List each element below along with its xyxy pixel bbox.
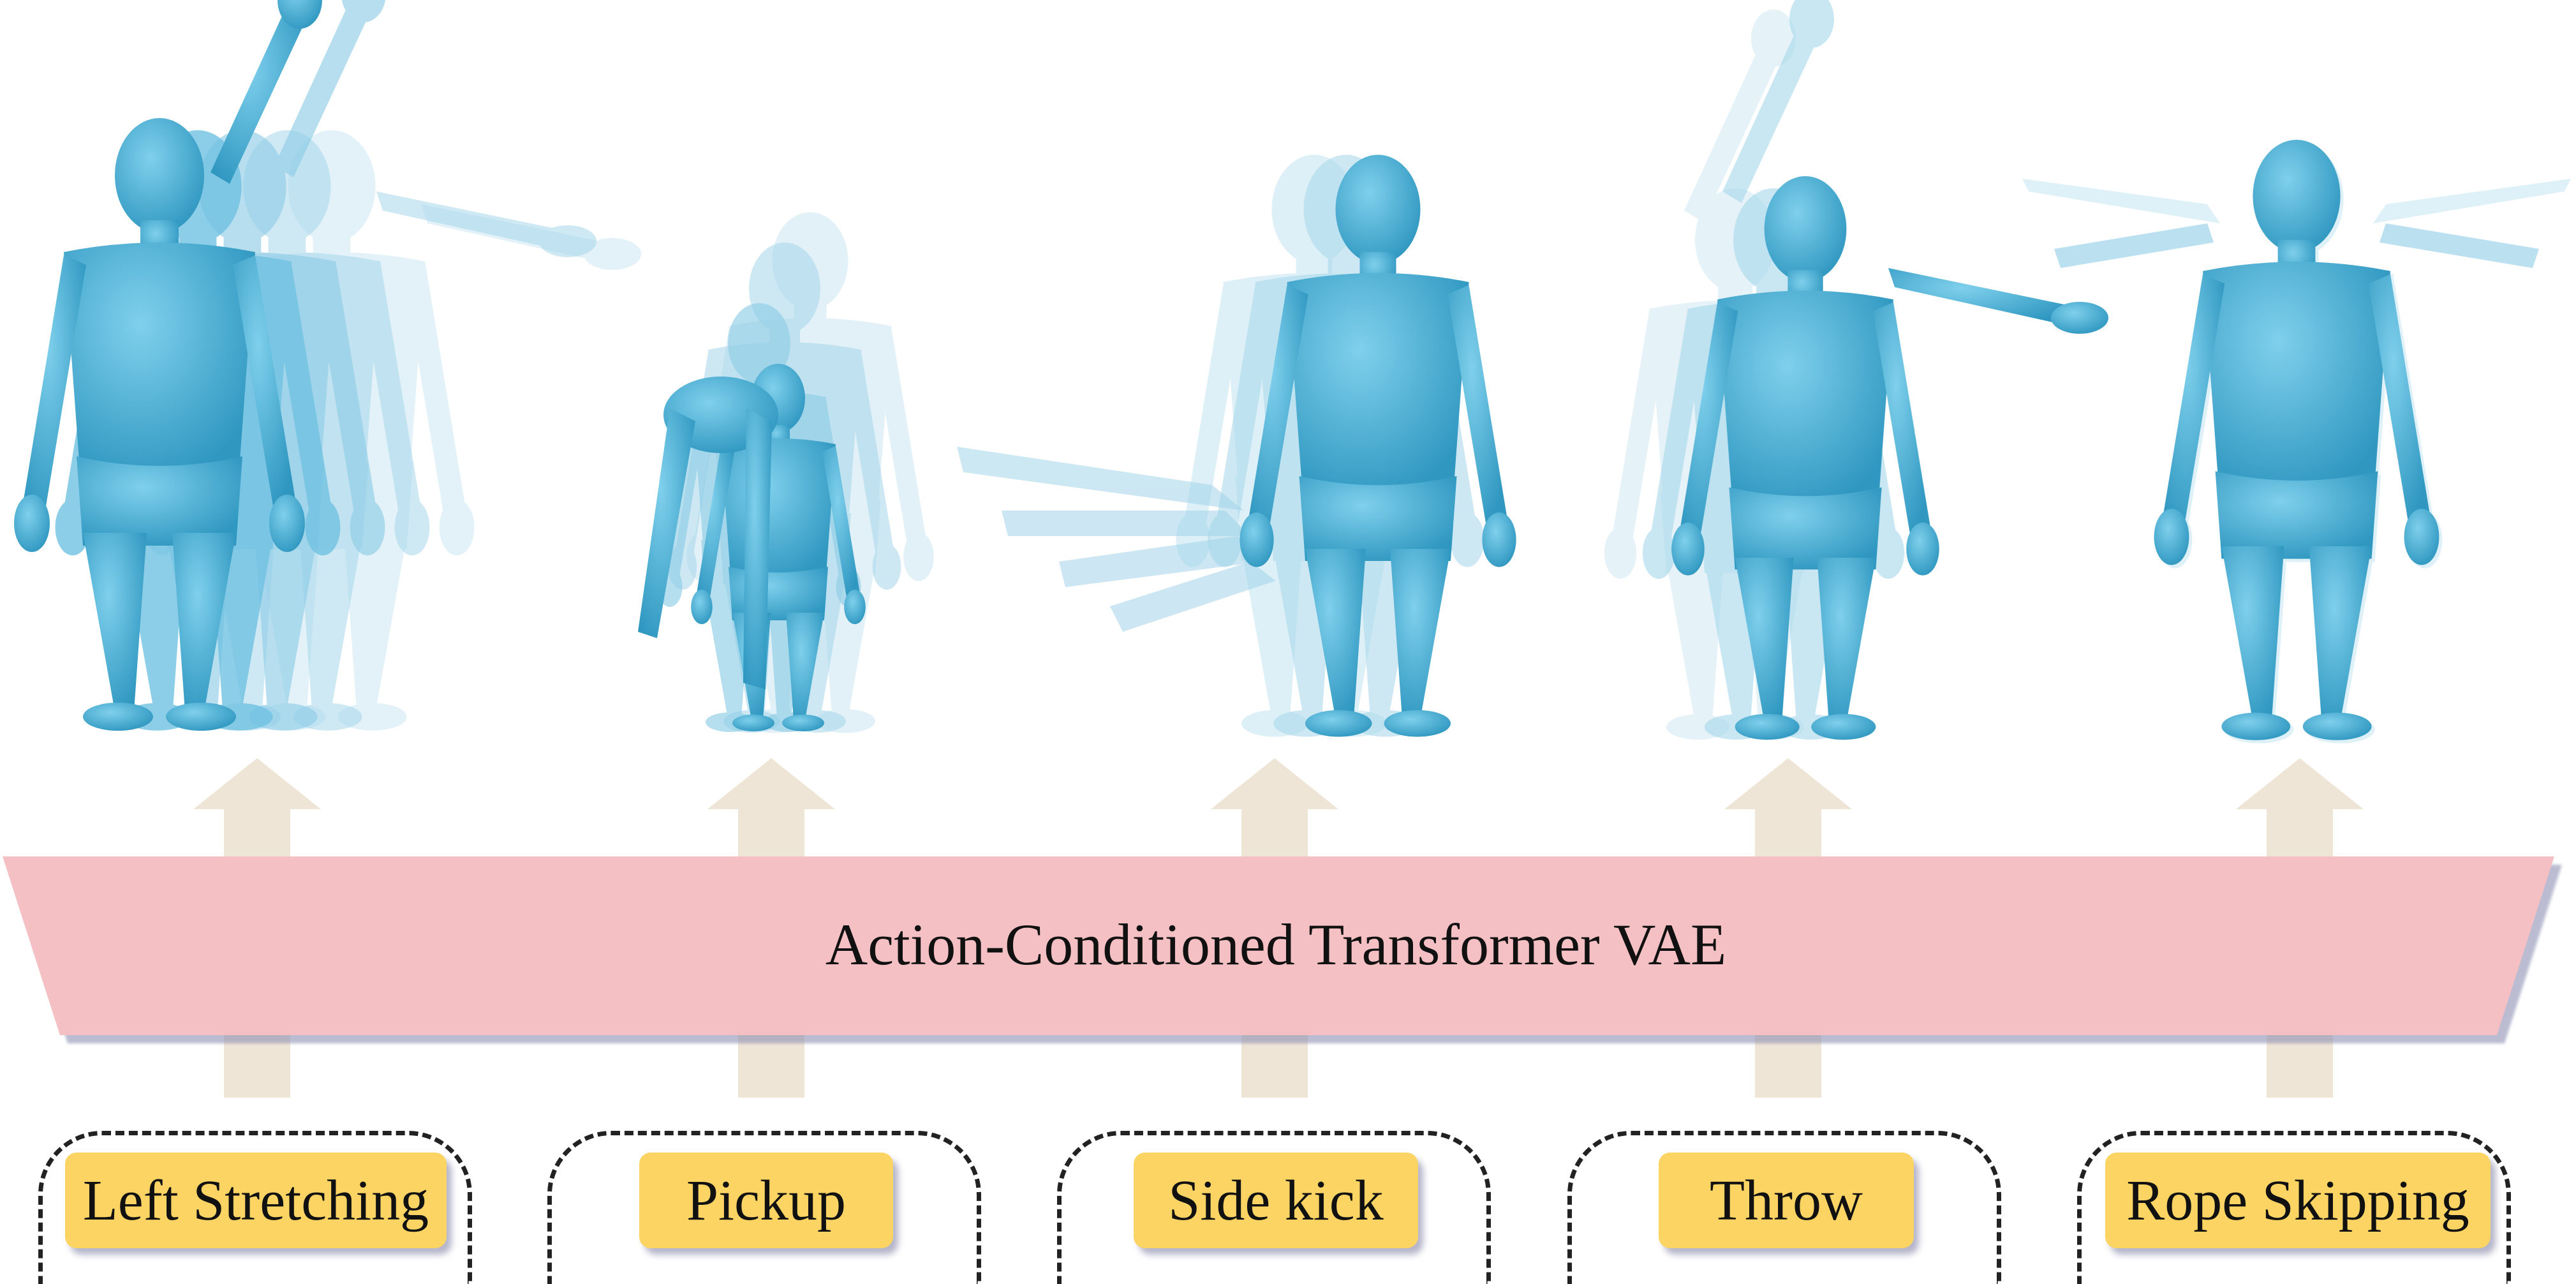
left-stretching-motion-figure (14, 0, 641, 731)
action-box-pickup (547, 1131, 981, 1284)
action-box-rope-skipping (2077, 1131, 2511, 1284)
action-box-left-stretching (38, 1131, 472, 1284)
action-box-throw (1567, 1131, 2001, 1284)
pickup-motion-figure (638, 212, 934, 733)
action-label-side-kick: Side kick (1134, 1153, 1418, 1248)
encoder-banner (3, 856, 2554, 1035)
action-label-left-stretching: Left Stretching (65, 1153, 447, 1248)
action-label-pickup: Pickup (639, 1153, 893, 1248)
throw-motion-figure (1604, 0, 2108, 740)
side-kick-motion-figure (957, 154, 1516, 737)
banner-title: Action-Conditioned Transformer VAE (825, 912, 1727, 977)
action-label-rope-skipping: Rope Skipping (2105, 1153, 2491, 1248)
action-label-throw: Throw (1659, 1153, 1914, 1248)
action-box-side-kick (1057, 1131, 1491, 1284)
rope-skipping-motion-figure (2022, 139, 2571, 743)
